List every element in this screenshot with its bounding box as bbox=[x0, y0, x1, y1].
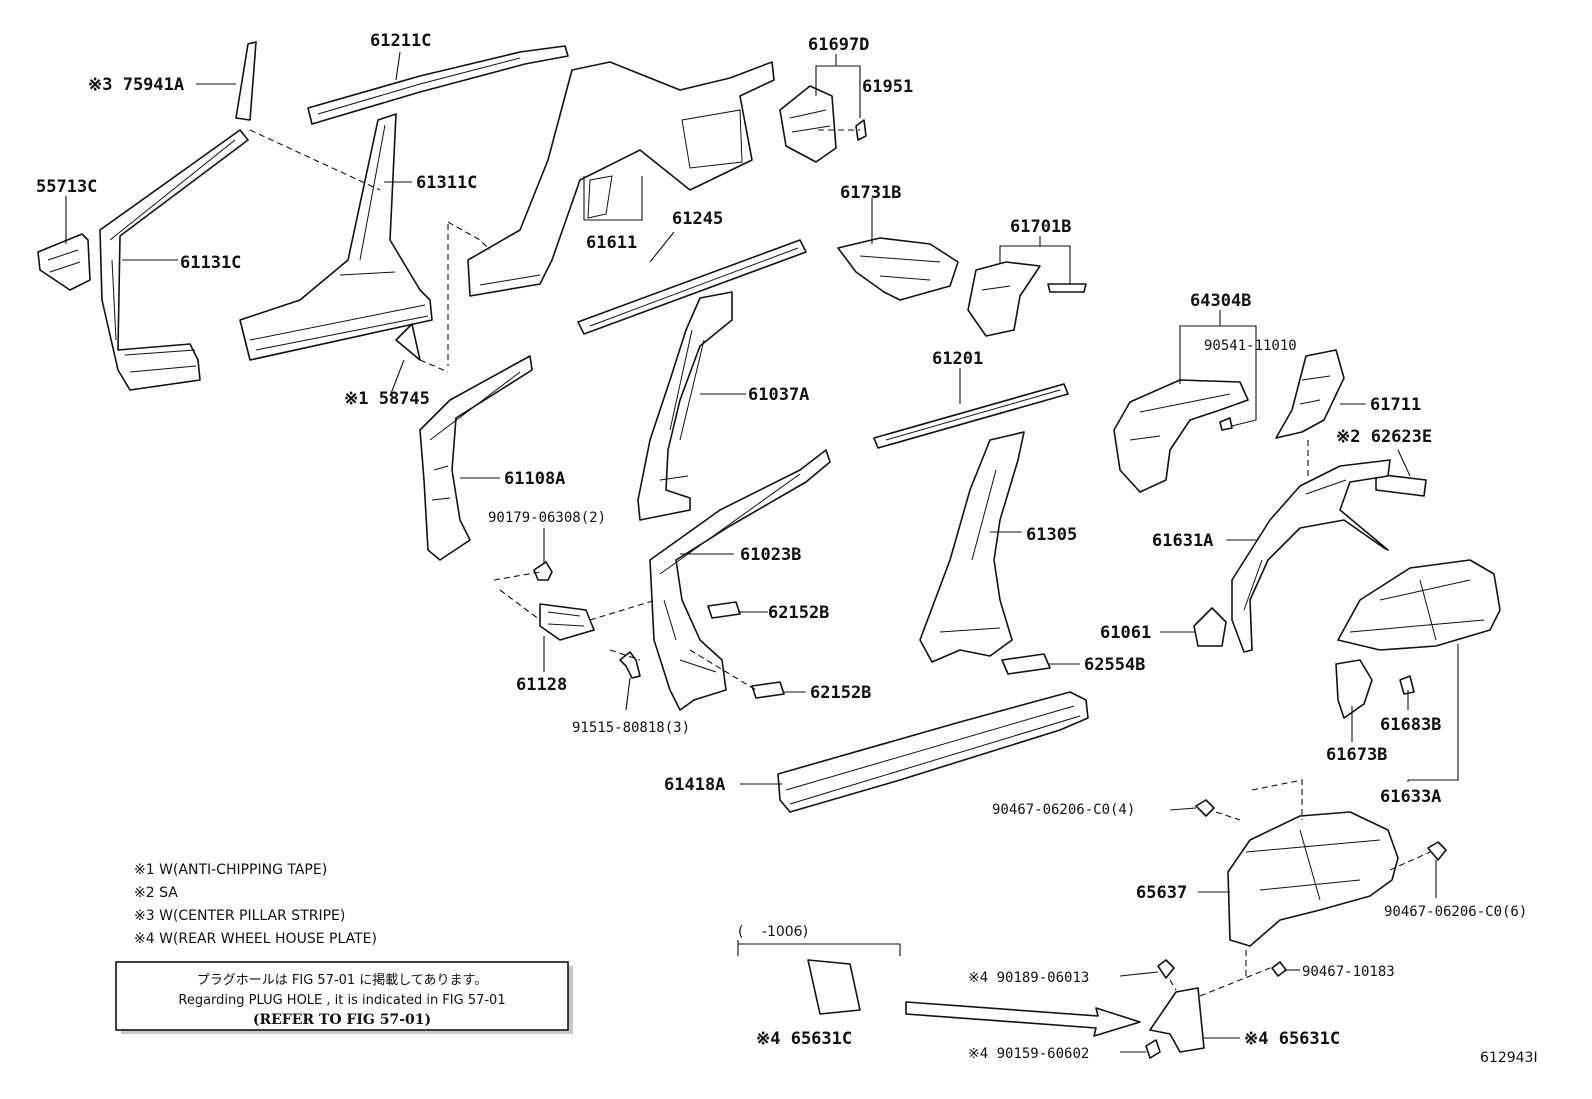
label-61711: 61711 bbox=[1370, 395, 1421, 415]
part-65631c-late bbox=[1149, 987, 1205, 1053]
dashed-lines bbox=[249, 129, 1431, 997]
label-62152b-upper: 62152B bbox=[768, 603, 829, 623]
part-61061 bbox=[1193, 607, 1227, 647]
part-61701b bbox=[967, 261, 1087, 337]
part-61418a bbox=[777, 691, 1089, 813]
note-3: ※3 W(CENTER PILLAR STRIPE) bbox=[134, 908, 345, 924]
part-61711 bbox=[1275, 349, 1345, 439]
reference-box: プラグホールは FIG 57-01 に掲載してあります。 Regarding P… bbox=[115, 961, 573, 1034]
label-61023b: 61023B bbox=[740, 545, 801, 565]
part-61128 bbox=[539, 603, 595, 641]
part-65631c-early bbox=[807, 959, 861, 1015]
label-90467-10183: 90467-10183 bbox=[1302, 964, 1395, 980]
label-61683b: 61683B bbox=[1380, 715, 1441, 735]
label-55713c: 55713C bbox=[36, 177, 97, 197]
label-91515: 91515-80818(3) bbox=[572, 720, 690, 736]
label-65631c-late: ※4 65631C bbox=[1244, 1029, 1340, 1049]
label-90179: 90179-06308(2) bbox=[488, 510, 606, 526]
notes-legend: ※1 W(ANTI-CHIPPING TAPE) ※2 SA ※3 W(CENT… bbox=[134, 862, 377, 947]
label-61131c: 61131C bbox=[180, 253, 241, 273]
part-90541 bbox=[1219, 417, 1233, 431]
label-58745: ※1 58745 bbox=[344, 389, 430, 409]
label-61951: 61951 bbox=[862, 77, 913, 97]
part-61631a bbox=[1231, 459, 1391, 653]
part-61697d bbox=[779, 85, 837, 163]
part-90179 bbox=[533, 561, 553, 581]
label-90467-06206-6: 90467-06206-C0(6) bbox=[1384, 904, 1527, 920]
part-61245 bbox=[577, 239, 807, 335]
note-1: ※1 W(ANTI-CHIPPING TAPE) bbox=[134, 862, 327, 878]
part-62554b bbox=[1001, 653, 1051, 675]
label-61418a: 61418A bbox=[664, 775, 725, 795]
part-61131c bbox=[99, 129, 249, 391]
label-62554b: 62554B bbox=[1084, 655, 1145, 675]
label-61108a: 61108A bbox=[504, 469, 565, 489]
supersession-arrow bbox=[905, 1001, 1141, 1037]
label-90189: ※4 90189-06013 bbox=[968, 970, 1089, 986]
part-64304b bbox=[1113, 379, 1249, 493]
reference-line-en: Regarding PLUG HOLE , it is indicated in… bbox=[178, 993, 505, 1008]
part-61673b bbox=[1335, 659, 1373, 719]
note-4: ※4 W(REAR WHEEL HOUSE PLATE) bbox=[134, 931, 377, 947]
label-61305: 61305 bbox=[1026, 525, 1077, 545]
reference-line-refer: (REFER TO FIG 57-01) bbox=[253, 1012, 431, 1028]
part-90189 bbox=[1157, 959, 1175, 979]
label-61311c: 61311C bbox=[416, 173, 477, 193]
label-61201: 61201 bbox=[932, 349, 983, 369]
part-75941a bbox=[235, 41, 257, 121]
part-61683b bbox=[1399, 675, 1415, 695]
part-61611 bbox=[467, 61, 775, 297]
part-90467-06206-6 bbox=[1427, 841, 1447, 861]
label-65637: 65637 bbox=[1136, 883, 1187, 903]
label-61611: 61611 bbox=[586, 233, 637, 253]
label-61701b: 61701B bbox=[1010, 217, 1071, 237]
note-2: ※2 SA bbox=[134, 885, 178, 901]
part-61201 bbox=[873, 383, 1069, 449]
part-91515 bbox=[619, 651, 641, 679]
label-61697d: 61697D bbox=[808, 35, 869, 55]
label-61245: 61245 bbox=[672, 209, 723, 229]
label-61633a: 61633A bbox=[1380, 787, 1441, 807]
part-61023b bbox=[649, 449, 831, 711]
part-65637 bbox=[1227, 811, 1399, 947]
leader-lines bbox=[65, 51, 1459, 1053]
part-labels: ※3 75941A 61211C 55713C 61311C 61131C ※1… bbox=[36, 31, 1538, 1066]
part-61633a bbox=[1337, 559, 1501, 651]
label-date-range: ( -1006) bbox=[738, 924, 808, 940]
part-61305 bbox=[919, 431, 1025, 663]
label-61673b: 61673B bbox=[1326, 745, 1387, 765]
label-64304b: 64304B bbox=[1190, 291, 1251, 311]
part-61108a bbox=[419, 355, 533, 561]
label-62152b-lower: 62152B bbox=[810, 683, 871, 703]
label-61128: 61128 bbox=[516, 675, 567, 695]
part-55713c bbox=[37, 233, 91, 291]
label-61211c: 61211C bbox=[370, 31, 431, 51]
label-61061: 61061 bbox=[1100, 623, 1151, 643]
reference-line-ja: プラグホールは FIG 57-01 に掲載してあります。 bbox=[197, 972, 487, 988]
label-61631a: 61631A bbox=[1152, 531, 1213, 551]
part-90467-10183 bbox=[1271, 961, 1287, 977]
part-62152b-lower bbox=[751, 681, 785, 699]
part-90467-06206-4 bbox=[1195, 799, 1215, 817]
figure-id: 612943I bbox=[1480, 1050, 1538, 1066]
part-61311c bbox=[239, 113, 433, 361]
part-61211c bbox=[307, 45, 569, 125]
label-62623e: ※2 62623E bbox=[1336, 427, 1432, 447]
part-61731b bbox=[837, 237, 959, 301]
part-90159 bbox=[1145, 1039, 1161, 1059]
label-61731b: 61731B bbox=[840, 183, 901, 203]
part-61037a bbox=[637, 291, 733, 521]
label-90541: 90541-11010 bbox=[1204, 338, 1297, 354]
label-90159: ※4 90159-60602 bbox=[968, 1046, 1089, 1062]
label-65631c-early: ※4 65631C bbox=[756, 1029, 852, 1049]
part-62623e bbox=[1375, 473, 1427, 497]
label-75941a: ※3 75941A bbox=[88, 75, 184, 95]
label-90467-06206-4: 90467-06206-C0(4) bbox=[992, 802, 1135, 818]
label-61037a: 61037A bbox=[748, 385, 809, 405]
part-58745 bbox=[395, 323, 421, 361]
part-62152b-upper bbox=[707, 601, 741, 619]
part-61951 bbox=[855, 119, 867, 141]
